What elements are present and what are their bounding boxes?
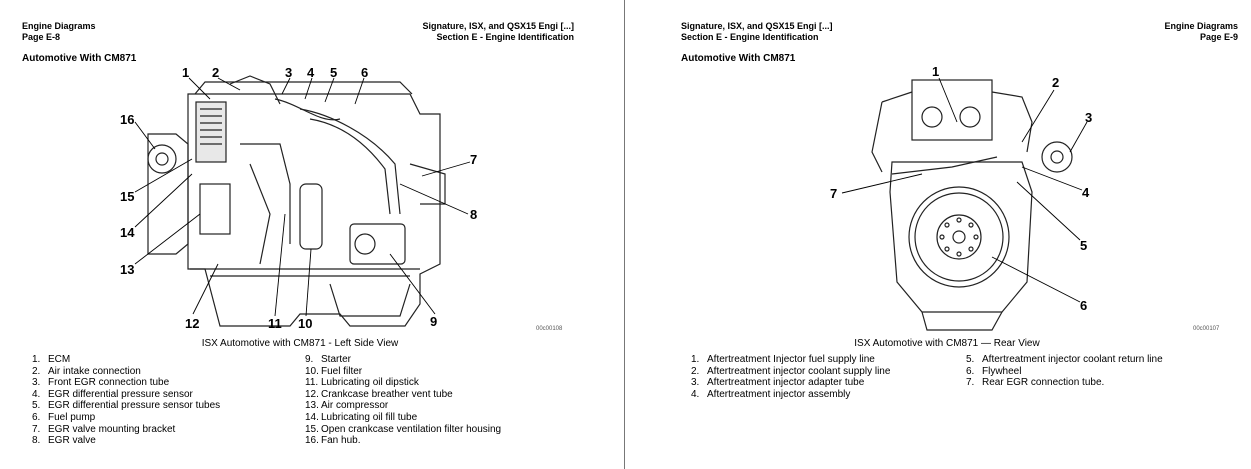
- legend-item: 16.Fan hub.: [305, 435, 361, 447]
- legend-item: 3.Aftertreatment injector adapter tube: [691, 377, 865, 389]
- legend-item: 4.Aftertreatment injector assembly: [691, 388, 851, 400]
- legend-item: 6.Fuel pump: [32, 411, 96, 423]
- legend-item: 5.EGR differential pressure sensor tubes: [32, 400, 221, 412]
- right-header-right: Engine Diagrams Page E-9: [1164, 21, 1238, 43]
- legend-item: 14.Lubricating oil fill tube: [305, 411, 418, 423]
- legend-item: 2.Aftertreatment injector coolant supply…: [691, 365, 891, 377]
- section-name: Section E - Engine Identification: [436, 32, 574, 42]
- legend-item: 2.Air intake connection: [32, 365, 141, 377]
- page-number: Page E-9: [1199, 32, 1238, 42]
- engine-rear-view-figure: 1 2 3 4 5 6 7: [830, 64, 1092, 331]
- callout-12: 12: [185, 316, 199, 331]
- callout-16: 16: [120, 112, 134, 127]
- left-header-right: Signature, ISX, and QSX15 Engi [...] Sec…: [422, 21, 574, 43]
- legend-item: 5.Aftertreatment injector coolant return…: [966, 354, 1163, 365]
- legend-item: 13.Air compressor: [305, 400, 389, 412]
- callout-5: 5: [1080, 238, 1087, 253]
- legend-item: 12.Crankcase breather vent tube: [305, 388, 453, 400]
- legend-column-2: 9.Starter 10.Fuel filter 11.Lubricating …: [305, 354, 501, 447]
- callout-1: 1: [182, 65, 189, 80]
- callout-7: 7: [830, 186, 837, 201]
- figure-caption: ISX Automotive with CM871 — Rear View: [854, 338, 1040, 349]
- legend-item: 15.Open crankcase ventilation filter hou…: [305, 423, 502, 435]
- engine-left-side-figure: 1 2 3 4 5 6 7 8 9 10 11 12 13 14 15 16: [120, 65, 477, 331]
- page-divider: [624, 0, 625, 469]
- section-title: Automotive With CM871: [22, 53, 137, 64]
- right-page: Signature, ISX, and QSX15 Engi [...] Sec…: [627, 0, 1251, 469]
- figure-code: 00c00107: [1193, 326, 1220, 332]
- legend-item: 1.Aftertreatment Injector fuel supply li…: [691, 354, 875, 365]
- figure-caption: ISX Automotive with CM871 - Left Side Vi…: [201, 338, 399, 349]
- callout-8: 8: [470, 207, 477, 222]
- callout-11: 11: [268, 316, 282, 331]
- callout-6: 6: [1080, 298, 1087, 313]
- book-title: Signature, ISX, and QSX15 Engi [...]: [422, 21, 574, 31]
- callout-2: 2: [212, 65, 219, 80]
- callout-1: 1: [932, 64, 939, 79]
- callout-7: 7: [470, 152, 477, 167]
- legend-item: 4.EGR differential pressure sensor: [32, 388, 193, 400]
- section-name: Section E - Engine Identification: [681, 32, 819, 42]
- left-header-left: Engine Diagrams Page E-8: [22, 21, 96, 43]
- legend-item: 1.ECM: [32, 354, 71, 365]
- legend-column-1: 1.ECM 2.Air intake connection 3.Front EG…: [32, 354, 220, 447]
- legend-item: 10.Fuel filter: [305, 365, 363, 377]
- callout-14: 14: [120, 225, 135, 240]
- callout-6: 6: [361, 65, 368, 80]
- callout-10: 10: [298, 316, 312, 331]
- legend-item: 6.Flywheel: [966, 365, 1022, 377]
- book-title: Signature, ISX, and QSX15 Engi [...]: [681, 21, 833, 31]
- legend-item: 11.Lubricating oil dipstick: [305, 377, 419, 389]
- figure-code: 00c00108: [536, 326, 563, 332]
- callout-9: 9: [430, 314, 437, 329]
- callout-2: 2: [1052, 75, 1059, 90]
- legend-item: 7.EGR valve mounting bracket: [32, 423, 176, 435]
- header-title: Engine Diagrams: [1164, 21, 1238, 31]
- legend-column-2: 5.Aftertreatment injector coolant return…: [966, 354, 1163, 389]
- legend-item: 8.EGR valve: [32, 435, 96, 447]
- header-title: Engine Diagrams: [22, 21, 96, 31]
- legend-column-1: 1.Aftertreatment Injector fuel supply li…: [691, 354, 890, 400]
- callout-4: 4: [307, 65, 315, 80]
- callout-15: 15: [120, 189, 134, 204]
- section-title: Automotive With CM871: [681, 53, 796, 64]
- callout-13: 13: [120, 262, 134, 277]
- callout-3: 3: [1085, 110, 1092, 125]
- page-number: Page E-8: [22, 32, 61, 42]
- left-page: Engine Diagrams Page E-8 Signature, ISX,…: [0, 0, 624, 469]
- right-header-left: Signature, ISX, and QSX15 Engi [...] Sec…: [681, 21, 833, 43]
- callout-3: 3: [285, 65, 292, 80]
- legend-item: 3.Front EGR connection tube: [32, 377, 170, 389]
- legend-item: 7.Rear EGR connection tube.: [966, 377, 1105, 389]
- legend-item: 9.Starter: [305, 354, 352, 365]
- callout-4: 4: [1082, 185, 1090, 200]
- callout-5: 5: [330, 65, 337, 80]
